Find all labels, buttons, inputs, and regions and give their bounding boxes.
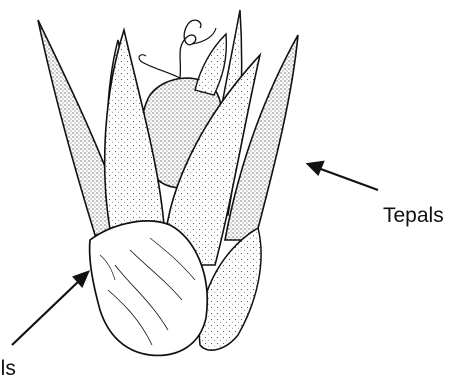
arrow-bract [12,272,88,345]
bract-left [90,221,208,355]
tepal-back-mid [195,34,226,95]
arrow-tepals [308,162,378,190]
stigma [180,20,201,78]
bract-label: lls [0,358,16,379]
tepals-label: Tepals [383,205,444,226]
